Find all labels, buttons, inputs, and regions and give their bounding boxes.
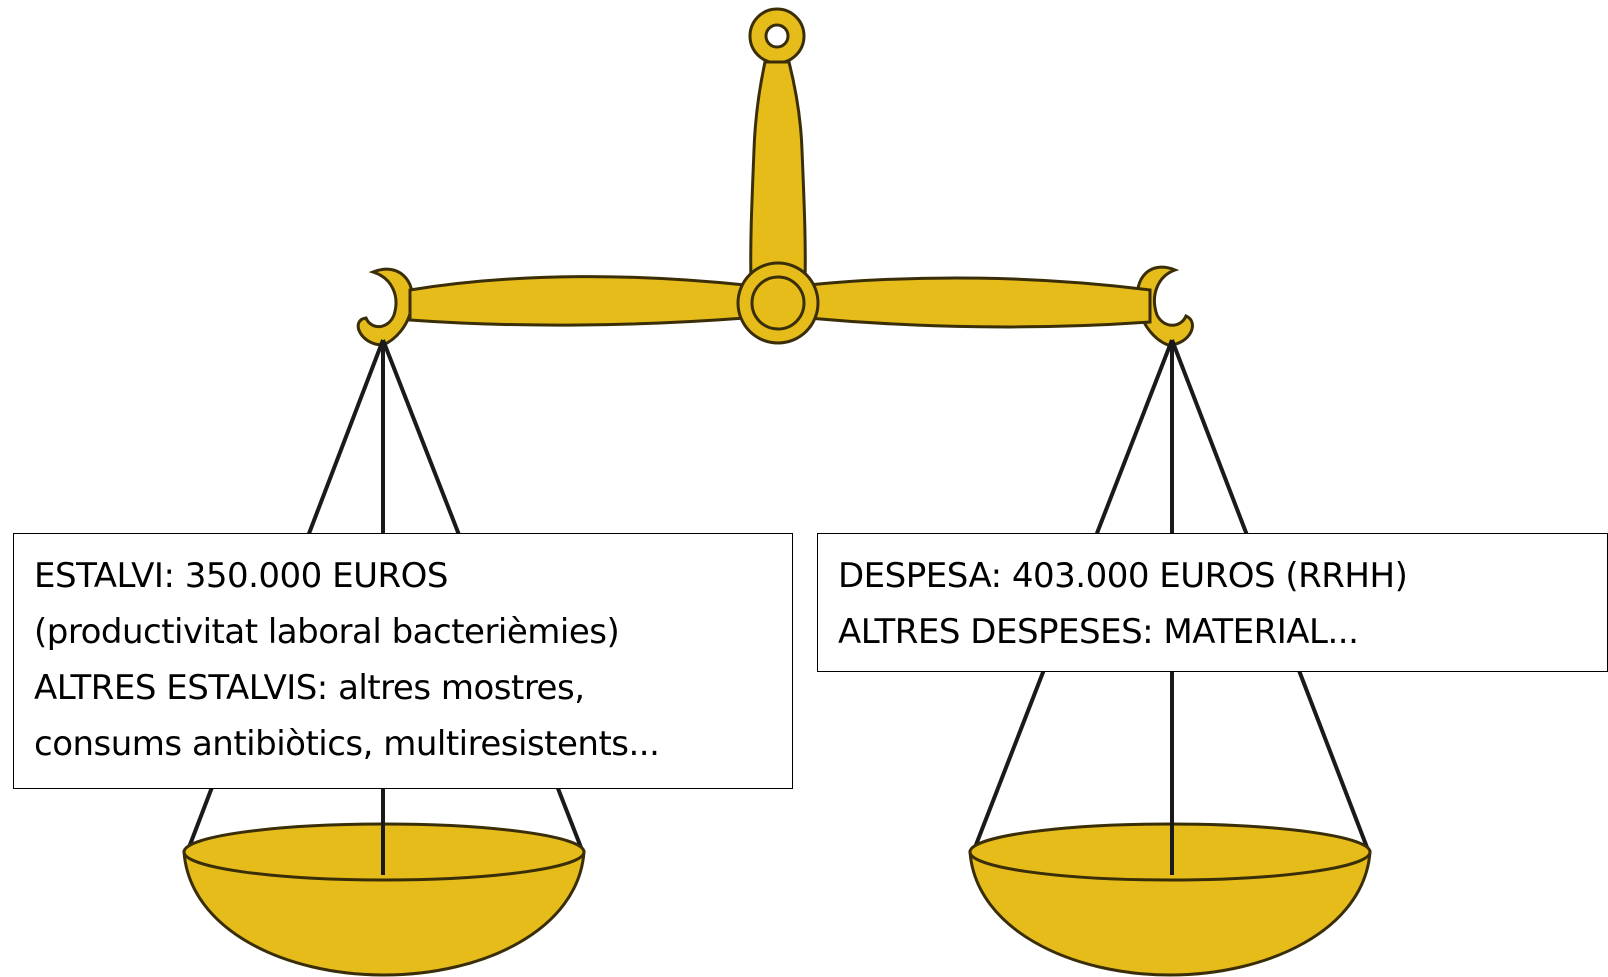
scale-beam [808,278,1150,327]
center-pivot [738,263,818,343]
savings-line: ESTALVI: 350.000 EUROS [34,548,774,604]
savings-line: consums antibiòtics, multiresistents... [34,716,774,772]
expenses-line: DESPESA: 403.000 EUROS (RRHH) [838,548,1589,604]
savings-line: ALTRES ESTALVIS: altres mostres, [34,660,774,716]
top-ring [750,9,804,63]
savings-text-box: ESTALVI: 350.000 EUROS (productivitat la… [13,533,793,789]
expenses-line: ALTRES DESPESES: MATERIAL... [838,604,1589,660]
right-pan [970,820,1370,975]
left-beam-hook [358,269,412,345]
savings-line: (productivitat laboral bacterièmies) [34,604,774,660]
scale-beam [410,277,745,325]
scale-handle [751,62,806,285]
left-pan [184,820,584,975]
expenses-text-box: DESPESA: 403.000 EUROS (RRHH) ALTRES DES… [817,533,1608,672]
